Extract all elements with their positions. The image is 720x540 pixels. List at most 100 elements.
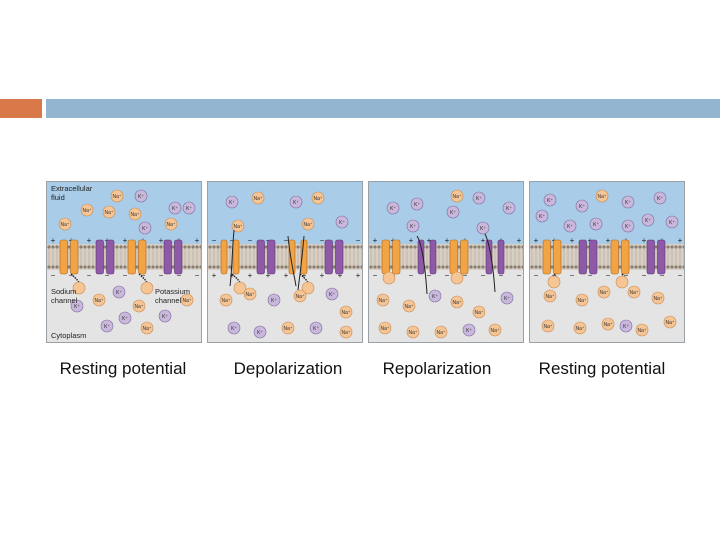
movement-arrow xyxy=(484,233,496,293)
svg-text:K⁺: K⁺ xyxy=(104,324,110,330)
sodium-ion: Na⁺ xyxy=(402,299,416,313)
sodium-ion: Na⁺ xyxy=(251,191,265,205)
potassium-channel xyxy=(578,239,598,275)
sodium-ion: Na⁺ xyxy=(434,325,448,339)
membrane-charge: + xyxy=(517,236,522,245)
svg-text:Na⁺: Na⁺ xyxy=(142,326,151,332)
svg-text:K⁺: K⁺ xyxy=(466,328,472,334)
membrane-charge: − xyxy=(248,236,253,245)
svg-text:Na⁺: Na⁺ xyxy=(94,298,103,304)
potassium-ion: K⁺ xyxy=(182,201,196,215)
potassium-ion: K⁺ xyxy=(621,195,635,209)
potassium-channel xyxy=(324,239,344,275)
svg-text:K⁺: K⁺ xyxy=(142,226,148,232)
potassium-ion: K⁺ xyxy=(589,217,603,231)
sodium-ion: Na⁺ xyxy=(378,321,392,335)
extracellular-fluid xyxy=(208,182,362,244)
membrane-charge: − xyxy=(660,271,665,280)
sodium-channel xyxy=(542,239,562,289)
svg-text:Na⁺: Na⁺ xyxy=(60,222,69,228)
sodium-ion: Na⁺ xyxy=(110,189,124,203)
membrane-charge: − xyxy=(177,271,182,280)
potassium-ion: K⁺ xyxy=(665,215,679,229)
sodium-ion: Na⁺ xyxy=(651,291,665,305)
svg-text:K⁺: K⁺ xyxy=(231,326,237,332)
membrane-charge: − xyxy=(159,271,164,280)
membrane-charge: − xyxy=(51,271,56,280)
sodium-ion: Na⁺ xyxy=(595,189,609,203)
membrane-charge: + xyxy=(427,236,432,245)
membrane-charge: − xyxy=(284,236,289,245)
svg-text:K⁺: K⁺ xyxy=(625,224,631,230)
svg-text:Na⁺: Na⁺ xyxy=(490,328,499,334)
potassium-ion: K⁺ xyxy=(472,191,486,205)
membrane-charge: − xyxy=(534,271,539,280)
membrane-charge: + xyxy=(195,236,200,245)
potassium-ion: K⁺ xyxy=(406,219,420,233)
panel-resting-2-figure: +−+−+−+−+−+−+−+−+−K⁺K⁺Na⁺K⁺K⁺K⁺K⁺K⁺K⁺K⁺K… xyxy=(530,182,684,342)
membrane-charge: − xyxy=(552,271,557,280)
svg-text:Na⁺: Na⁺ xyxy=(474,310,483,316)
potassium-ion: K⁺ xyxy=(134,189,148,203)
sodium-ion: Na⁺ xyxy=(450,295,464,309)
membrane-charge: − xyxy=(105,271,110,280)
svg-text:K⁺: K⁺ xyxy=(122,316,128,322)
svg-text:K⁺: K⁺ xyxy=(657,196,663,202)
svg-text:K⁺: K⁺ xyxy=(74,304,80,310)
sodium-ion: Na⁺ xyxy=(164,217,178,231)
title-bar xyxy=(46,99,720,118)
svg-text:K⁺: K⁺ xyxy=(329,292,335,298)
svg-text:K⁺: K⁺ xyxy=(257,330,263,336)
svg-text:Na⁺: Na⁺ xyxy=(653,296,662,302)
potassium-ion: K⁺ xyxy=(267,293,281,307)
svg-text:K⁺: K⁺ xyxy=(506,206,512,212)
svg-text:K⁺: K⁺ xyxy=(567,224,573,230)
sodium-ion: Na⁺ xyxy=(597,285,611,299)
panel-depolarization: −+−+−+−+−+−+−+−+−+K⁺Na⁺K⁺Na⁺K⁺Na⁺Na⁺Na⁺N… xyxy=(207,181,363,343)
membrane-charge: − xyxy=(678,271,683,280)
potassium-ion: K⁺ xyxy=(462,323,476,337)
sodium-ion: Na⁺ xyxy=(472,305,486,319)
membrane-charge: − xyxy=(141,271,146,280)
sodium-ion: Na⁺ xyxy=(243,287,257,301)
sodium-ion: Na⁺ xyxy=(376,293,390,307)
movement-arrow xyxy=(297,235,305,291)
membrane-charge: + xyxy=(338,271,343,280)
svg-text:K⁺: K⁺ xyxy=(476,196,482,202)
sodium-ion: Na⁺ xyxy=(80,203,94,217)
svg-text:K⁺: K⁺ xyxy=(229,200,235,206)
panel-repolarization-figure: +−+−+−+−+−+−+−+−+−Na⁺K⁺K⁺K⁺K⁺K⁺K⁺K⁺Na⁺Na… xyxy=(369,182,523,342)
membrane-charge: − xyxy=(606,271,611,280)
extracellular-fluid xyxy=(530,182,684,244)
membrane-charge: − xyxy=(356,236,361,245)
membrane-charge: + xyxy=(123,236,128,245)
sodium-channel xyxy=(381,239,401,285)
membrane-charge: − xyxy=(463,271,468,280)
panel-repolarization: +−+−+−+−+−+−+−+−+−Na⁺K⁺K⁺K⁺K⁺K⁺K⁺K⁺Na⁺Na… xyxy=(368,181,524,343)
sodium-ion: Na⁺ xyxy=(219,293,233,307)
svg-text:Na⁺: Na⁺ xyxy=(408,330,417,336)
membrane-charge: − xyxy=(427,271,432,280)
potassium-ion: K⁺ xyxy=(325,287,339,301)
sodium-ion: Na⁺ xyxy=(575,293,589,307)
svg-text:K⁺: K⁺ xyxy=(450,210,456,216)
sodium-channel xyxy=(288,239,315,295)
potassium-ion: K⁺ xyxy=(100,319,114,333)
membrane-charge: − xyxy=(445,271,450,280)
membrane-charge: − xyxy=(481,271,486,280)
potassium-ion: K⁺ xyxy=(225,195,239,209)
membrane-charge: − xyxy=(195,271,200,280)
membrane-charge: + xyxy=(534,236,539,245)
sodium-channel xyxy=(610,239,630,289)
svg-text:Na⁺: Na⁺ xyxy=(452,194,461,200)
caption-resting-1: Resting potential xyxy=(59,359,187,378)
potassium-ion: K⁺ xyxy=(653,191,667,205)
svg-text:Na⁺: Na⁺ xyxy=(134,304,143,310)
panel-resting-2: +−+−+−+−+−+−+−+−+−K⁺K⁺Na⁺K⁺K⁺K⁺K⁺K⁺K⁺K⁺K… xyxy=(529,181,685,343)
potassium-ion: K⁺ xyxy=(535,209,549,223)
sodium-ion: Na⁺ xyxy=(339,325,353,339)
membrane-charge: + xyxy=(51,236,56,245)
potassium-ion: K⁺ xyxy=(446,205,460,219)
svg-text:Na⁺: Na⁺ xyxy=(182,298,191,304)
svg-text:Na⁺: Na⁺ xyxy=(245,292,254,298)
